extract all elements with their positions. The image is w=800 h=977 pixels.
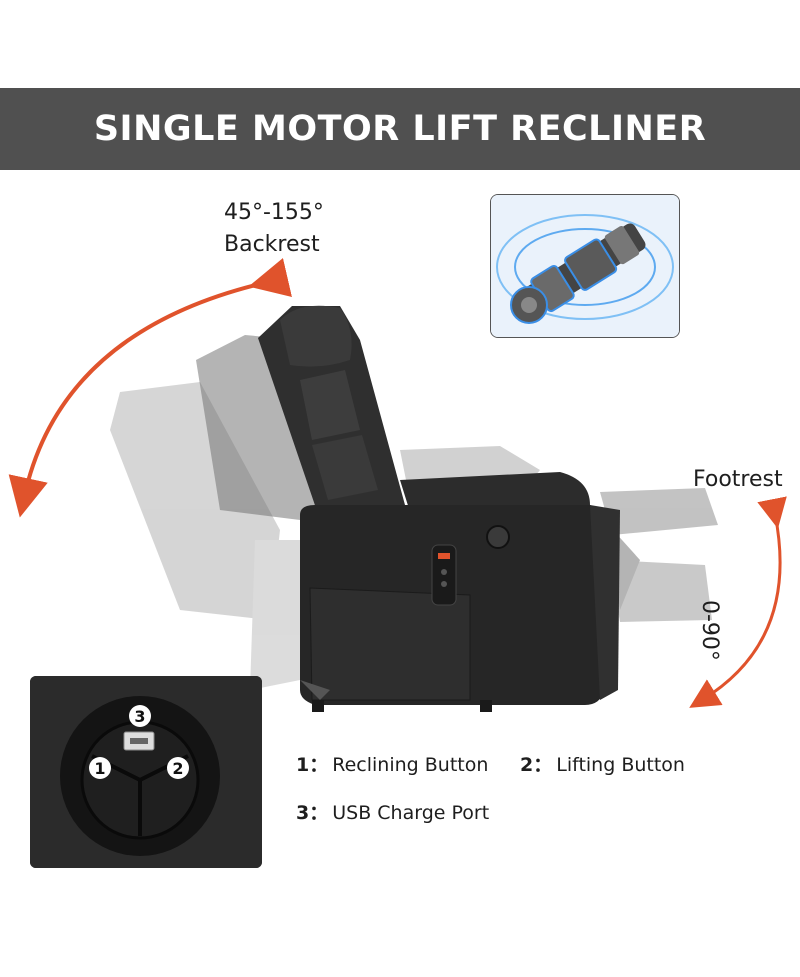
badge-2 — [167, 757, 189, 779]
motor-icon — [491, 195, 679, 337]
page-title: SINGLE MOTOR LIFT RECLINER — [93, 109, 707, 149]
legend-text-1: Reclining Button — [332, 754, 489, 776]
title-banner: SINGLE MOTOR LIFT RECLINER — [0, 88, 800, 170]
badge-3 — [129, 705, 151, 727]
control-panel-drawing: 3 1 2 — [30, 676, 262, 868]
badge-2-label: 2 — [172, 759, 183, 778]
legend-text-3: USB Charge Port — [332, 802, 490, 824]
backrest-arc-arrow — [8, 258, 292, 518]
ghost-backrest-far — [110, 382, 300, 690]
badge-1-label: 1 — [94, 759, 105, 778]
legend-item-reclining: 1：Reclining Button — [296, 750, 488, 777]
legend-num-2: 2： — [520, 754, 553, 776]
control-panel-inset: 3 1 2 — [30, 676, 262, 868]
main-chair — [258, 305, 620, 712]
backrest-angle-label: 45°-155° — [224, 200, 324, 225]
legend-item-lifting: 2：Lifting Button — [520, 750, 685, 777]
legend-text-2: Lifting Button — [556, 754, 685, 776]
badge-1 — [89, 757, 111, 779]
badge-3-label: 3 — [134, 707, 145, 726]
footrest-angle-label: 0-90° — [697, 600, 722, 661]
legend-num-1: 1： — [296, 754, 329, 776]
backrest-label: Backrest — [224, 232, 320, 257]
legend-num-3: 3： — [296, 802, 329, 824]
motor-inset — [490, 194, 680, 338]
footrest-arc-arrow — [689, 496, 787, 708]
legend-item-usb: 3：USB Charge Port — [296, 798, 489, 825]
footrest-label: Footrest — [693, 467, 783, 492]
